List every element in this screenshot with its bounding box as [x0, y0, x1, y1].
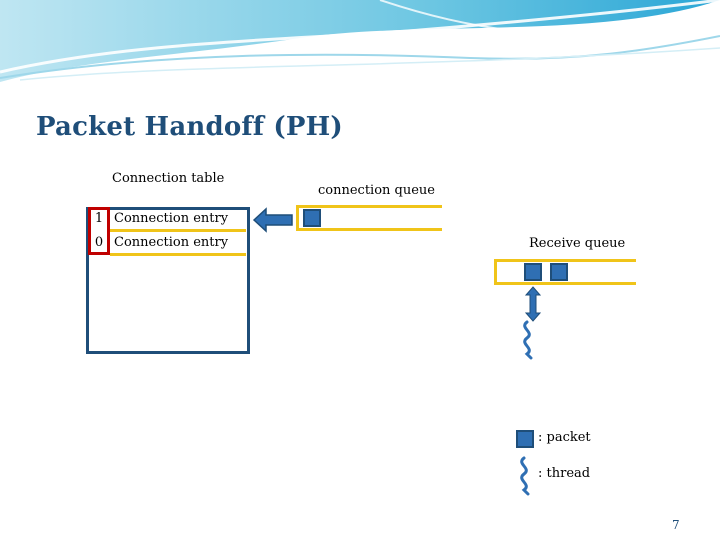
receive-queue-label: Receive queue — [529, 236, 626, 251]
arrow-left-icon — [252, 207, 293, 233]
table-row-divider — [110, 229, 246, 232]
page-number: 7 — [672, 518, 680, 532]
connection-queue-label: connection queue — [318, 183, 435, 198]
table-row-bit: 0 — [94, 235, 104, 250]
bit-column-highlight — [88, 207, 110, 255]
receive-queue — [494, 259, 636, 285]
double-arrow-icon — [524, 286, 542, 322]
packet-icon — [524, 263, 542, 281]
slide-title: Packet Handoff (PH) — [36, 112, 343, 142]
connection-queue — [296, 205, 442, 231]
connection-table-label: Connection table — [112, 171, 225, 186]
thread-icon — [523, 320, 533, 360]
header-wave-banner — [0, 0, 720, 82]
legend-thread-icon — [520, 456, 530, 496]
packet-icon — [303, 209, 321, 227]
legend-packet-label: : packet — [538, 430, 591, 445]
table-row-divider — [110, 253, 246, 256]
table-row-label: Connection entry — [114, 211, 229, 226]
table-row-bit: 1 — [94, 211, 104, 226]
legend-thread-label: : thread — [538, 466, 591, 481]
legend-packet-icon — [516, 430, 534, 448]
table-row-label: Connection entry — [114, 235, 229, 250]
packet-icon — [550, 263, 568, 281]
